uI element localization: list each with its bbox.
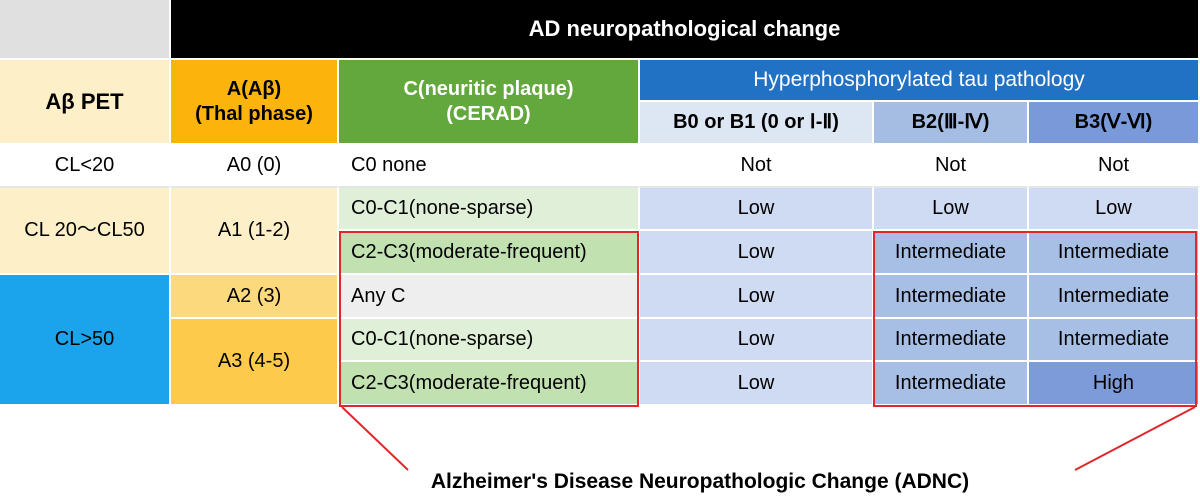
table-row-b2: Not: [874, 145, 1029, 188]
table-row-b2: Intermediate: [874, 362, 1029, 406]
connector-line-left: [341, 406, 409, 471]
table-row-c: C0-C1(none-sparse): [339, 319, 640, 362]
table-row-b2: Low: [874, 188, 1029, 231]
pet-cl-under-20: CL<20: [0, 145, 171, 188]
table-row-b3: Intermediate: [1029, 319, 1200, 362]
corner-blank: [0, 0, 171, 60]
table-row-b01: Low: [640, 319, 874, 362]
table-title: AD neuropathological change: [171, 0, 1200, 60]
connector-line-right: [1074, 406, 1196, 471]
a3-cell: A3 (4-5): [171, 319, 339, 406]
table-row-b3: Not: [1029, 145, 1200, 188]
table-row-c: Any C: [339, 275, 640, 319]
table-row-b01: Low: [640, 231, 874, 275]
table-row-b01: Low: [640, 362, 874, 406]
a2-cell: A2 (3): [171, 275, 339, 319]
a0-cell: A0 (0): [171, 145, 339, 188]
b01-header: B0 or B1 (0 or Ⅰ-Ⅱ): [640, 102, 874, 145]
table-row-b3: Intermediate: [1029, 275, 1200, 319]
pet-cl-20-50: CL 20～CL50: [0, 188, 171, 275]
table-row-c: C2-C3(moderate-frequent): [339, 362, 640, 406]
table-row-b3: Intermediate: [1029, 231, 1200, 275]
table-row-b2: Intermediate: [874, 231, 1029, 275]
table-row-b3: High: [1029, 362, 1200, 406]
c-plaque-header: C(neuritic plaque) (CERAD): [339, 60, 640, 145]
a1-cell: A1 (1-2): [171, 188, 339, 275]
table-row-b01: Low: [640, 275, 874, 319]
table-row-b2: Intermediate: [874, 319, 1029, 362]
b3-header: B3(Ⅴ-Ⅵ): [1029, 102, 1200, 145]
table-row-b01: Not: [640, 145, 874, 188]
table-row-b2: Intermediate: [874, 275, 1029, 319]
tau-group-header: Hyperphosphorylated tau pathology: [640, 60, 1200, 102]
table-row-b3: Low: [1029, 188, 1200, 231]
table-row-c: C0 none: [339, 145, 640, 188]
table-row-c: C0-C1(none-sparse): [339, 188, 640, 231]
pet-cl-over-50: CL>50: [0, 275, 171, 406]
table-row-c: C2-C3(moderate-frequent): [339, 231, 640, 275]
a-phase-header: A(Aβ) (Thal phase): [171, 60, 339, 145]
adnc-caption: Alzheimer's Disease Neuropathologic Chan…: [430, 470, 970, 493]
b2-header: B2(Ⅲ-Ⅳ): [874, 102, 1029, 145]
abeta-pet-header: Aβ PET: [0, 60, 171, 145]
table-row-b01: Low: [640, 188, 874, 231]
